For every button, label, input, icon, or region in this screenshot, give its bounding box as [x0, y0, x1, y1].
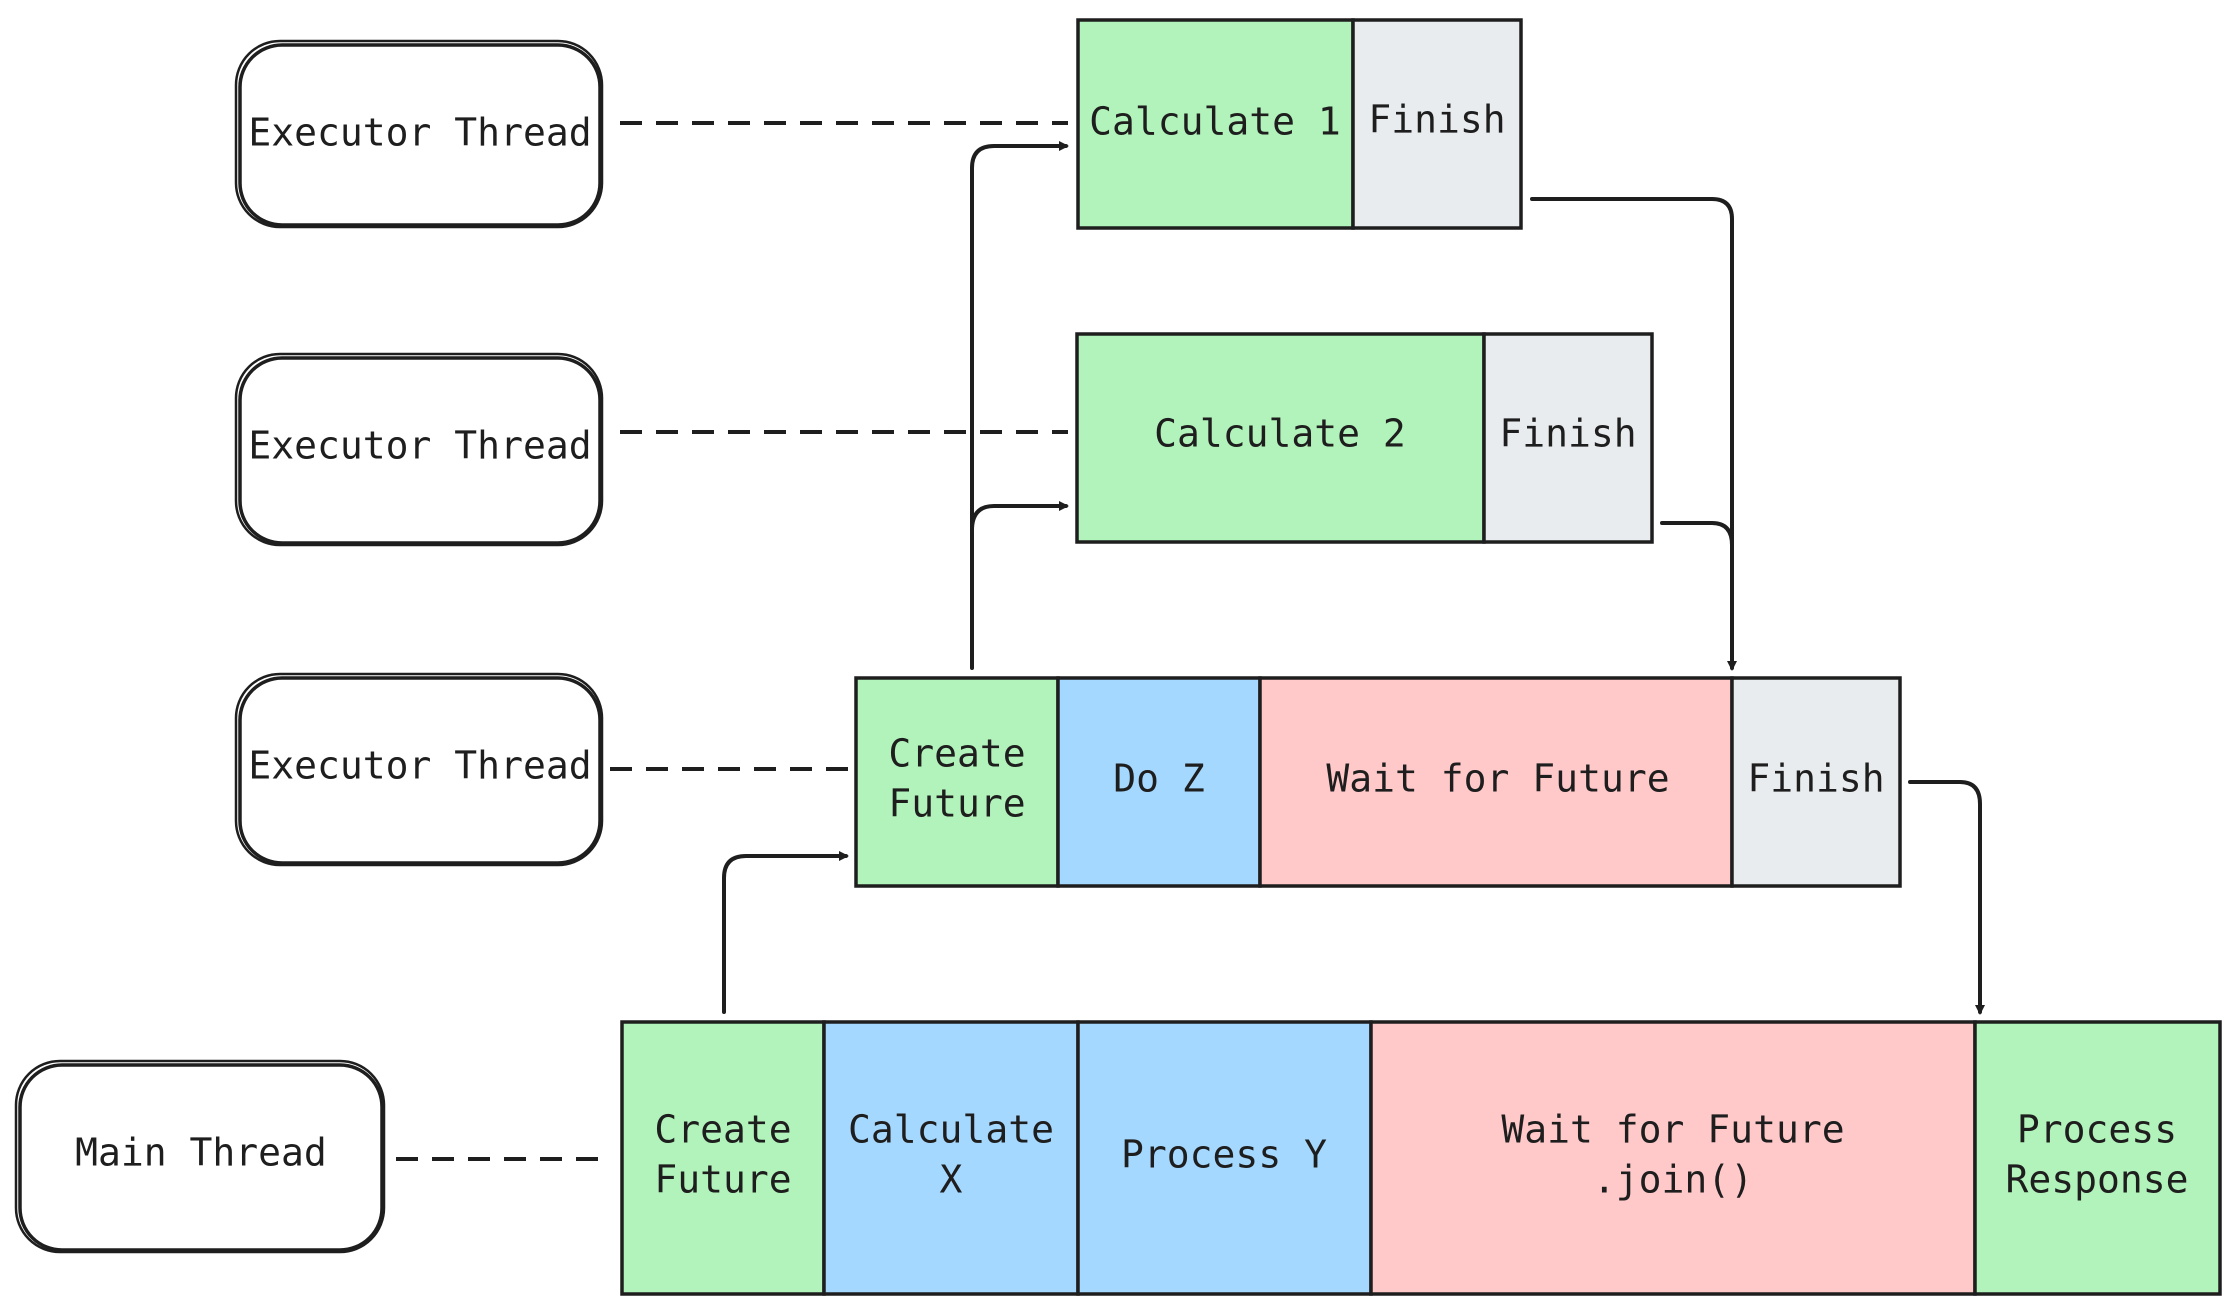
executor-thread-3-label: Executor Thread: [248, 744, 591, 788]
main-wait-label-line1: Wait for Future: [1501, 1108, 1844, 1152]
exec1-finish-label: Finish: [1368, 98, 1505, 142]
exec1-calculate-label: Calculate 1: [1089, 100, 1341, 144]
main-thread-label: Main Thread: [75, 1131, 327, 1175]
executor-thread-1-label: Executor Thread: [248, 111, 591, 155]
arrow-exec3-finish-to-response: [1908, 780, 1985, 1015]
exec3-create-future-block: Create Future: [854, 676, 1060, 888]
main-calculate-label-line2: X: [940, 1158, 963, 1202]
exec3-finish-block: Finish: [1730, 676, 1902, 888]
exec3-do-z-label: Do Z: [1113, 757, 1205, 801]
exec3-create-label-line2: Future: [888, 782, 1025, 826]
exec1-finish-block: Finish: [1351, 18, 1523, 230]
main-process-response-block: Process Response: [1973, 1020, 2222, 1296]
executor-thread-1-box: Executor Thread: [234, 39, 604, 229]
exec3-create-label-line1: Create: [888, 732, 1025, 776]
exec1-calculate-block: Calculate 1: [1076, 18, 1355, 230]
main-calculate-x-block: Calculate X: [822, 1020, 1080, 1296]
exec3-finish-label: Finish: [1747, 757, 1884, 801]
main-wait-join-block: Wait for Future .join(): [1369, 1020, 1977, 1296]
main-wait-label-line2: .join(): [1593, 1158, 1753, 1202]
arrow-main-to-executor-3: [722, 851, 849, 1014]
main-response-label-line1: Process: [2017, 1108, 2177, 1152]
exec3-wait-label: Wait for Future: [1326, 757, 1669, 801]
main-thread-box: Main Thread: [14, 1059, 386, 1254]
exec2-finish-block: Finish: [1482, 332, 1654, 544]
exec3-do-z-block: Do Z: [1056, 676, 1262, 888]
main-create-future-block: Create Future: [620, 1020, 826, 1296]
executor-thread-2-box: Executor Thread: [234, 352, 604, 547]
main-calculate-label-line1: Calculate: [848, 1108, 1054, 1152]
exec3-wait-block: Wait for Future: [1258, 676, 1734, 888]
arrow-to-calculate-1: [970, 141, 1069, 670]
main-create-label-line1: Create: [654, 1108, 791, 1152]
main-create-label-line2: Future: [654, 1158, 791, 1202]
exec2-calculate-block: Calculate 2: [1075, 332, 1486, 544]
main-process-y-block: Process Y: [1076, 1020, 1373, 1296]
arrow-finish-1-to-wait: [1530, 197, 1737, 671]
main-process-y-label: Process Y: [1121, 1133, 1327, 1177]
main-response-label-line2: Response: [2005, 1158, 2188, 1202]
arrow-to-calculate-2: [970, 501, 1069, 532]
executor-thread-2-label: Executor Thread: [248, 424, 591, 468]
executor-thread-3-box: Executor Thread: [234, 672, 604, 867]
exec2-calculate-label: Calculate 2: [1154, 412, 1406, 456]
arrow-finish-2-to-wait: [1660, 521, 1734, 547]
exec2-finish-label: Finish: [1499, 412, 1636, 456]
